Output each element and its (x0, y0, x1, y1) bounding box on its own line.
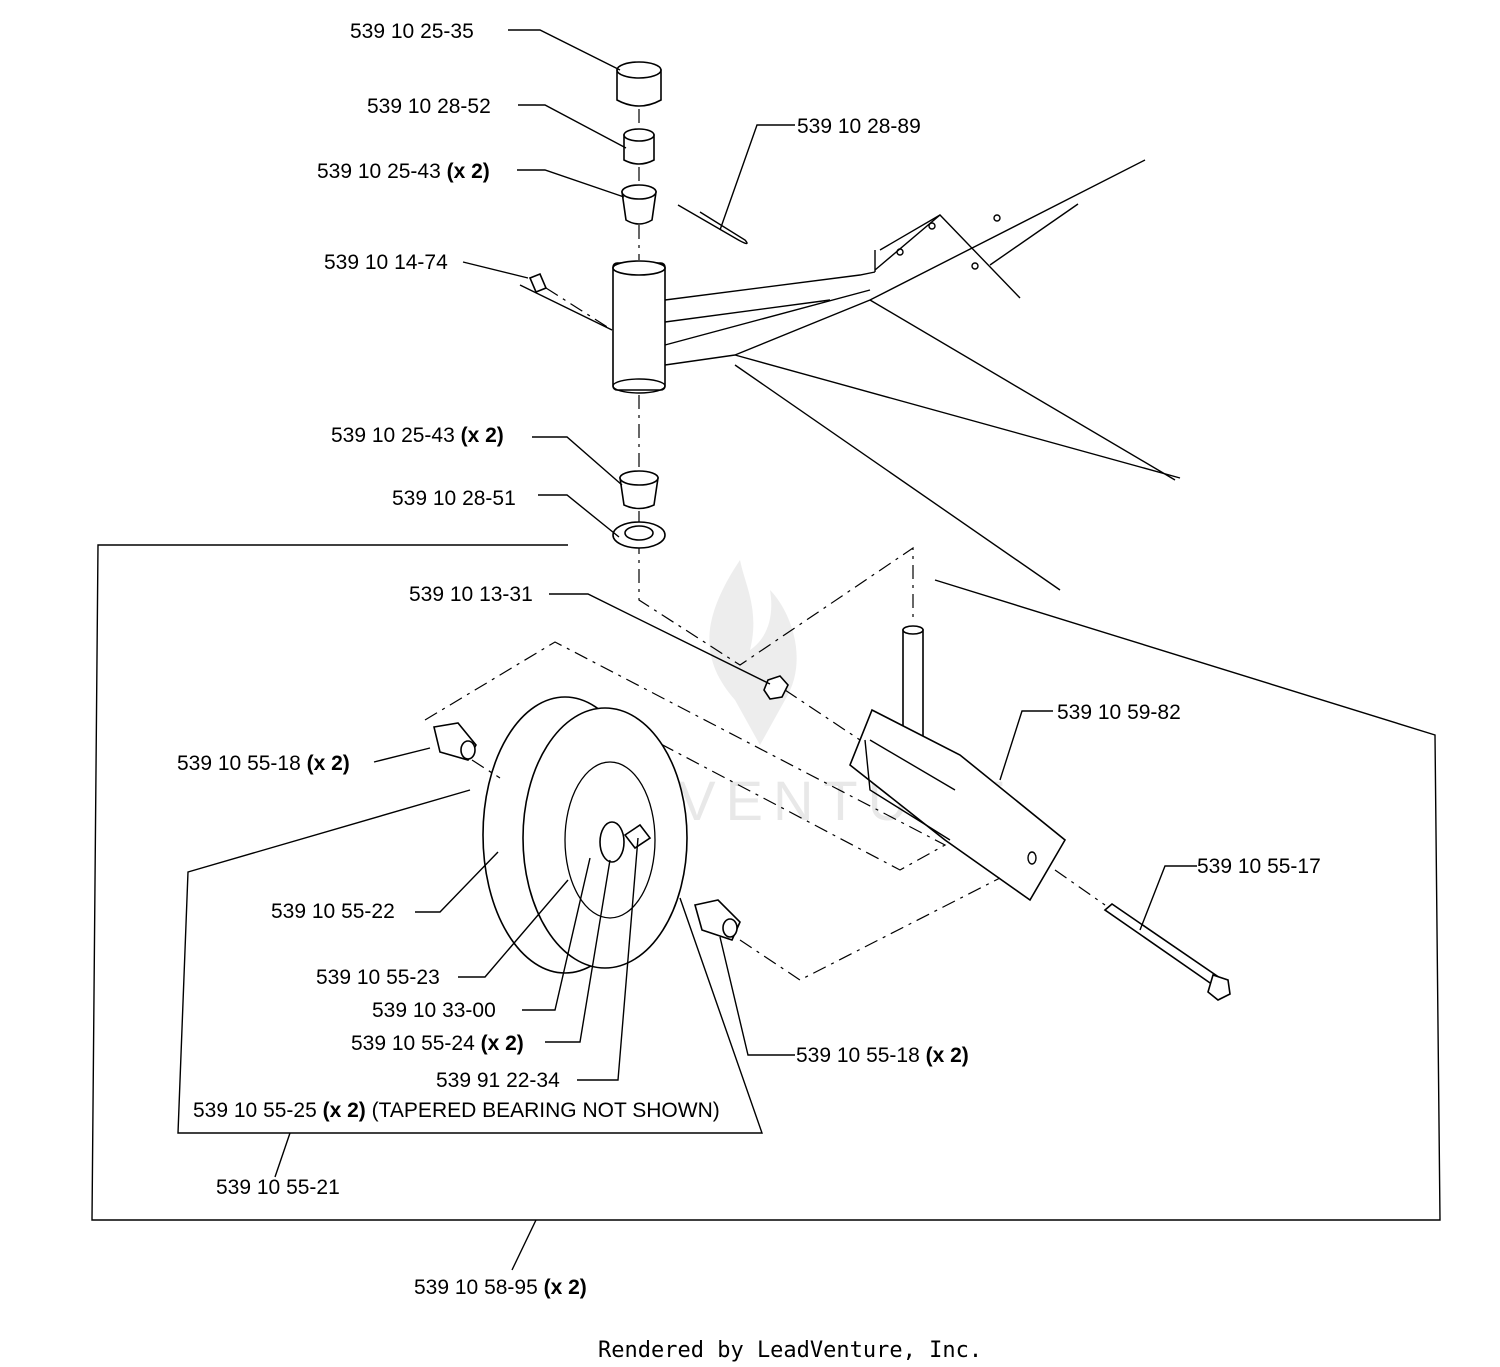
mower-deck (734, 159, 1181, 591)
callout-hex-nut: 539 10 13-31 (409, 583, 533, 606)
grease-fitting (528, 272, 613, 331)
callout-bearing-cup: 539 10 28-51 (392, 487, 516, 510)
callout-wheel-assembly: 539 10 55-21 (216, 1176, 340, 1199)
callout-valve-stem: 539 10 33-00 (372, 999, 496, 1022)
callout-caster-assembly: 539 10 58-95 (x 2) (414, 1276, 587, 1299)
callout-cotter-pin: 539 10 28-89 (797, 115, 921, 138)
callout-castle-nut: 539 10 28-52 (367, 95, 491, 118)
callout-spacer-left: 539 10 55-18 (x 2) (177, 752, 350, 775)
bearing-cone-upper (621, 184, 657, 225)
callout-bearing-cone-upper: 539 10 25-43 (x 2) (317, 160, 490, 183)
caster-fork (424, 625, 1067, 902)
callout-axle-bolt: 539 10 55-17 (1197, 855, 1321, 878)
callout-bearing: 539 10 55-24 (x 2) (351, 1032, 524, 1055)
footer-credit: Rendered by LeadVenture, Inc. (598, 1338, 982, 1363)
callout-grease-fitting: 539 10 14-74 (324, 251, 448, 274)
spacer-left (433, 722, 501, 779)
callout-dust-cap: 539 10 25-35 (350, 20, 474, 43)
spacer-right (694, 877, 1001, 981)
axle-bolt (1054, 869, 1231, 1001)
callout-rim: 539 10 55-23 (316, 966, 440, 989)
caster-arm (664, 271, 876, 366)
leader-lines (274, 29, 1197, 1271)
callout-tire: 539 10 55-22 (271, 900, 395, 923)
callout-grease-zerk: 539 91 22-34 (436, 1069, 560, 1092)
bearing-cone-lower (619, 470, 659, 510)
bearing-cup (612, 521, 666, 549)
dust-cap (616, 61, 662, 107)
callout-bearing-cone-lower: 539 10 25-43 (x 2) (331, 424, 504, 447)
hex-nut (763, 675, 861, 741)
callout-bearing-race: 539 10 55-25 (x 2) (TAPERED BEARING NOT … (193, 1099, 720, 1122)
cotter-pin (677, 204, 748, 245)
callout-caster-fork: 539 10 59-82 (1057, 701, 1181, 724)
castle-nut (623, 128, 655, 165)
frame-lines (91, 544, 1441, 1221)
callout-spacer-right: 539 10 55-18 (x 2) (796, 1044, 969, 1067)
wheel-assembly (482, 696, 688, 974)
spindle-housing (612, 260, 666, 394)
